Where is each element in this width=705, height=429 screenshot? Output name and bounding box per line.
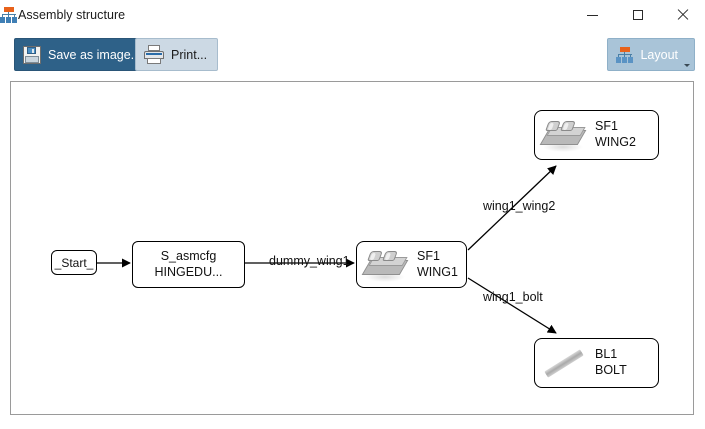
- print-button[interactable]: Print...: [135, 38, 219, 71]
- edge-label-wing1-bolt: wing1_bolt: [483, 290, 543, 304]
- node-asmcfg-line2: HINGEDU...: [154, 264, 223, 279]
- edge-wing1-bolt: [467, 277, 557, 334]
- node-wing2-text: SF1 WING2: [595, 119, 636, 150]
- graph-edges: [97, 165, 557, 334]
- node-bolt-line2: BOLT: [595, 363, 627, 377]
- node-wing1-text: SF1 WING1: [417, 249, 458, 280]
- edge-label-dummy-wing1: dummy_wing1: [269, 254, 350, 268]
- maximize-icon: [632, 10, 643, 20]
- node-bolt-line1: BL1: [595, 347, 618, 362]
- minimize-button[interactable]: [570, 0, 615, 30]
- diagram-canvas[interactable]: _Start_ S_asmcfg HINGEDU... SF1 WING1: [10, 81, 694, 415]
- edge-label-wing1-wing2: wing1_wing2: [483, 199, 556, 213]
- graph-node-start[interactable]: _Start_: [51, 250, 97, 275]
- layout-label: Layout: [640, 47, 678, 62]
- save-as-image-label: Save as image...: [48, 47, 142, 62]
- node-asmcfg-line1: S_asmcfg: [160, 248, 217, 263]
- printer-icon: [143, 44, 165, 65]
- print-label: Print...: [171, 47, 208, 62]
- title-bar: Assembly structure: [0, 0, 705, 30]
- save-as-image-button[interactable]: Save as image...: [14, 38, 153, 71]
- minimize-icon: [587, 14, 598, 16]
- node-wing2-line1: SF1: [595, 119, 618, 134]
- graph-node-bolt[interactable]: BL1 BOLT: [534, 338, 659, 388]
- hinge-part-icon: [361, 246, 409, 284]
- graph-node-wing1[interactable]: SF1 WING1: [356, 241, 467, 288]
- hierarchy-icon: [0, 7, 18, 23]
- edge-wing1-wing2: [467, 165, 557, 251]
- node-wing1-line2: WING1: [417, 264, 458, 279]
- close-button[interactable]: [660, 0, 705, 30]
- graph-node-wing2[interactable]: SF1 WING2: [534, 110, 659, 160]
- maximize-button[interactable]: [615, 0, 660, 30]
- bolt-part-icon: [541, 344, 587, 382]
- node-start-label: _Start_: [54, 255, 94, 270]
- node-bolt-text: BL1 BOLT: [595, 347, 627, 378]
- node-asmcfg-text: S_asmcfg HINGEDU...: [133, 249, 244, 280]
- hierarchy-icon: [616, 46, 634, 63]
- window-controls: [570, 0, 705, 30]
- window-title: Assembly structure: [18, 8, 126, 22]
- node-wing2-line2: WING2: [595, 135, 636, 149]
- toolbar: Save as image... Print... Layout: [0, 30, 705, 78]
- hinge-part-icon: [539, 116, 587, 154]
- node-wing1-line1: SF1: [417, 248, 440, 263]
- chevron-down-icon[interactable]: [684, 64, 690, 67]
- graph-node-asmcfg[interactable]: S_asmcfg HINGEDU...: [132, 241, 245, 288]
- floppy-disk-icon: [22, 45, 42, 65]
- layout-button[interactable]: Layout: [607, 38, 695, 71]
- close-icon: [677, 9, 689, 21]
